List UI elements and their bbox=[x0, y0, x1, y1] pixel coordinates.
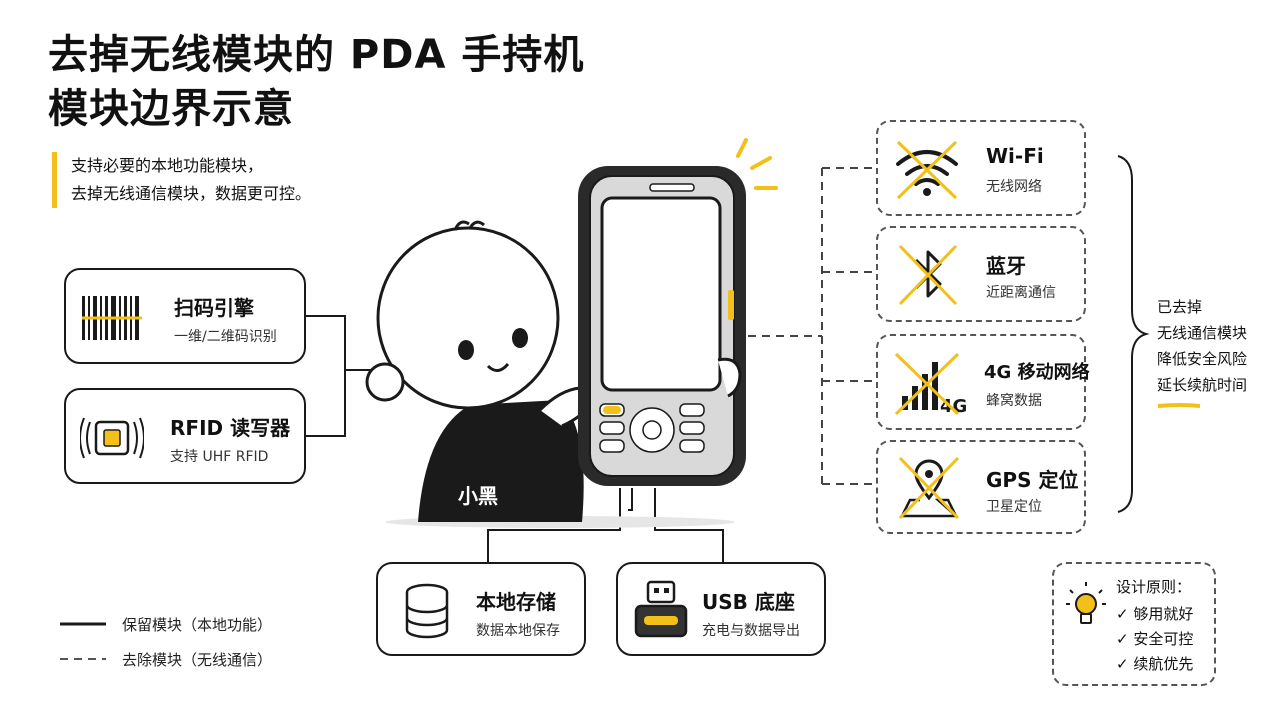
removed-module-gps: GPS 定位 卫星定位 bbox=[876, 440, 1086, 534]
subtitle-line-2: 去掉无线通信模块，数据更可控。 bbox=[71, 184, 312, 203]
solid-connectors-bottom bbox=[487, 488, 724, 562]
module-name: 本地存储 bbox=[476, 590, 556, 614]
check-icon: ✓ bbox=[1116, 605, 1134, 623]
module-desc: 无线网络 bbox=[986, 179, 1042, 195]
module-desc: 支持 UHF RFID bbox=[170, 449, 269, 465]
check-icon: ✓ bbox=[1116, 630, 1134, 648]
database-icon bbox=[405, 583, 449, 639]
design-principles-box: 设计原则： ✓ 够用就好 ✓ 安全可控 ✓ 续航优先 bbox=[1052, 562, 1216, 686]
subtitle: 支持必要的本地功能模块， 去掉无线通信模块，数据更可控。 bbox=[52, 152, 311, 208]
module-name: 扫码引擎 bbox=[174, 296, 254, 320]
principle-item: ✓ 续航优先 bbox=[1116, 655, 1194, 673]
lightbulb-icon bbox=[1066, 582, 1106, 624]
module-desc: 一维/二维码识别 bbox=[174, 329, 277, 345]
module-desc: 充电与数据导出 bbox=[702, 623, 800, 639]
module-storage: 本地存储 数据本地保存 bbox=[376, 562, 586, 656]
removed-note-line-2: 无线通信模块 bbox=[1157, 324, 1248, 342]
barcode-icon bbox=[82, 296, 142, 340]
dashed-connectors-right bbox=[748, 167, 876, 485]
module-name: RFID 读写器 bbox=[170, 416, 291, 440]
brace bbox=[1117, 155, 1150, 513]
module-usb: USB 底座 充电与数据导出 bbox=[616, 562, 826, 656]
subtitle-line-1: 支持必要的本地功能模块， bbox=[71, 156, 264, 175]
module-desc: 近距离通信 bbox=[986, 285, 1056, 301]
removed-module-bluetooth: 蓝牙 近距离通信 bbox=[876, 226, 1086, 322]
module-desc: 数据本地保存 bbox=[476, 623, 560, 639]
module-rfid: RFID 读写器 支持 UHF RFID bbox=[64, 388, 306, 484]
removed-note-line-3: 降低安全风险 bbox=[1157, 350, 1248, 368]
side-note-underline bbox=[1157, 403, 1201, 408]
module-name: Wi-Fi bbox=[986, 144, 1044, 168]
gps-crossed-icon bbox=[898, 456, 960, 520]
removed-note-line-4: 延长续航时间 bbox=[1157, 376, 1248, 394]
character-xiaohei bbox=[365, 220, 735, 528]
cellular-4g-crossed-icon: 4G bbox=[894, 352, 966, 417]
module-name: 4G 移动网络 bbox=[984, 362, 1090, 383]
title-line-2: 模块边界示意 bbox=[48, 86, 294, 132]
wifi-crossed-icon bbox=[896, 140, 958, 200]
principles-list: ✓ 够用就好 ✓ 安全可控 ✓ 续航优先 bbox=[1116, 602, 1193, 677]
legend-dashed-label: 去除模块（无线通信） bbox=[122, 651, 273, 669]
solid-connectors-left bbox=[306, 315, 375, 437]
module-name: 蓝牙 bbox=[986, 254, 1026, 278]
module-name: USB 底座 bbox=[702, 590, 795, 614]
module-scanner: 扫码引擎 一维/二维码识别 bbox=[64, 268, 306, 364]
rfid-chip-icon bbox=[80, 417, 144, 459]
module-desc: 卫星定位 bbox=[986, 499, 1042, 515]
usb-dock-icon bbox=[634, 580, 688, 638]
removed-module-wifi: Wi-Fi 无线网络 bbox=[876, 120, 1086, 216]
title-line-1: 去掉无线模块的 PDA 手持机 bbox=[48, 32, 585, 78]
removed-note: 已去掉 无线通信模块 降低安全风险 延长续航时间 bbox=[1157, 294, 1247, 398]
principle-item: ✓ 安全可控 bbox=[1116, 630, 1194, 648]
bluetooth-crossed-icon bbox=[898, 244, 958, 306]
module-name: GPS 定位 bbox=[986, 468, 1079, 492]
check-icon: ✓ bbox=[1116, 655, 1134, 673]
legend-solid-label: 保留模块（本地功能） bbox=[122, 616, 273, 634]
removed-module-4g: 4G 4G 移动网络 蜂窝数据 bbox=[876, 334, 1090, 430]
page-title: 去掉无线模块的 PDA 手持机 模块边界示意 bbox=[48, 28, 584, 136]
removed-note-line-1: 已去掉 bbox=[1157, 298, 1203, 316]
module-desc: 蜂窝数据 bbox=[986, 393, 1042, 409]
character-shirt-text: 小黑 bbox=[458, 484, 498, 508]
principle-item: ✓ 够用就好 bbox=[1116, 605, 1194, 623]
principles-title: 设计原则： bbox=[1116, 578, 1192, 596]
pda-device bbox=[578, 138, 778, 486]
